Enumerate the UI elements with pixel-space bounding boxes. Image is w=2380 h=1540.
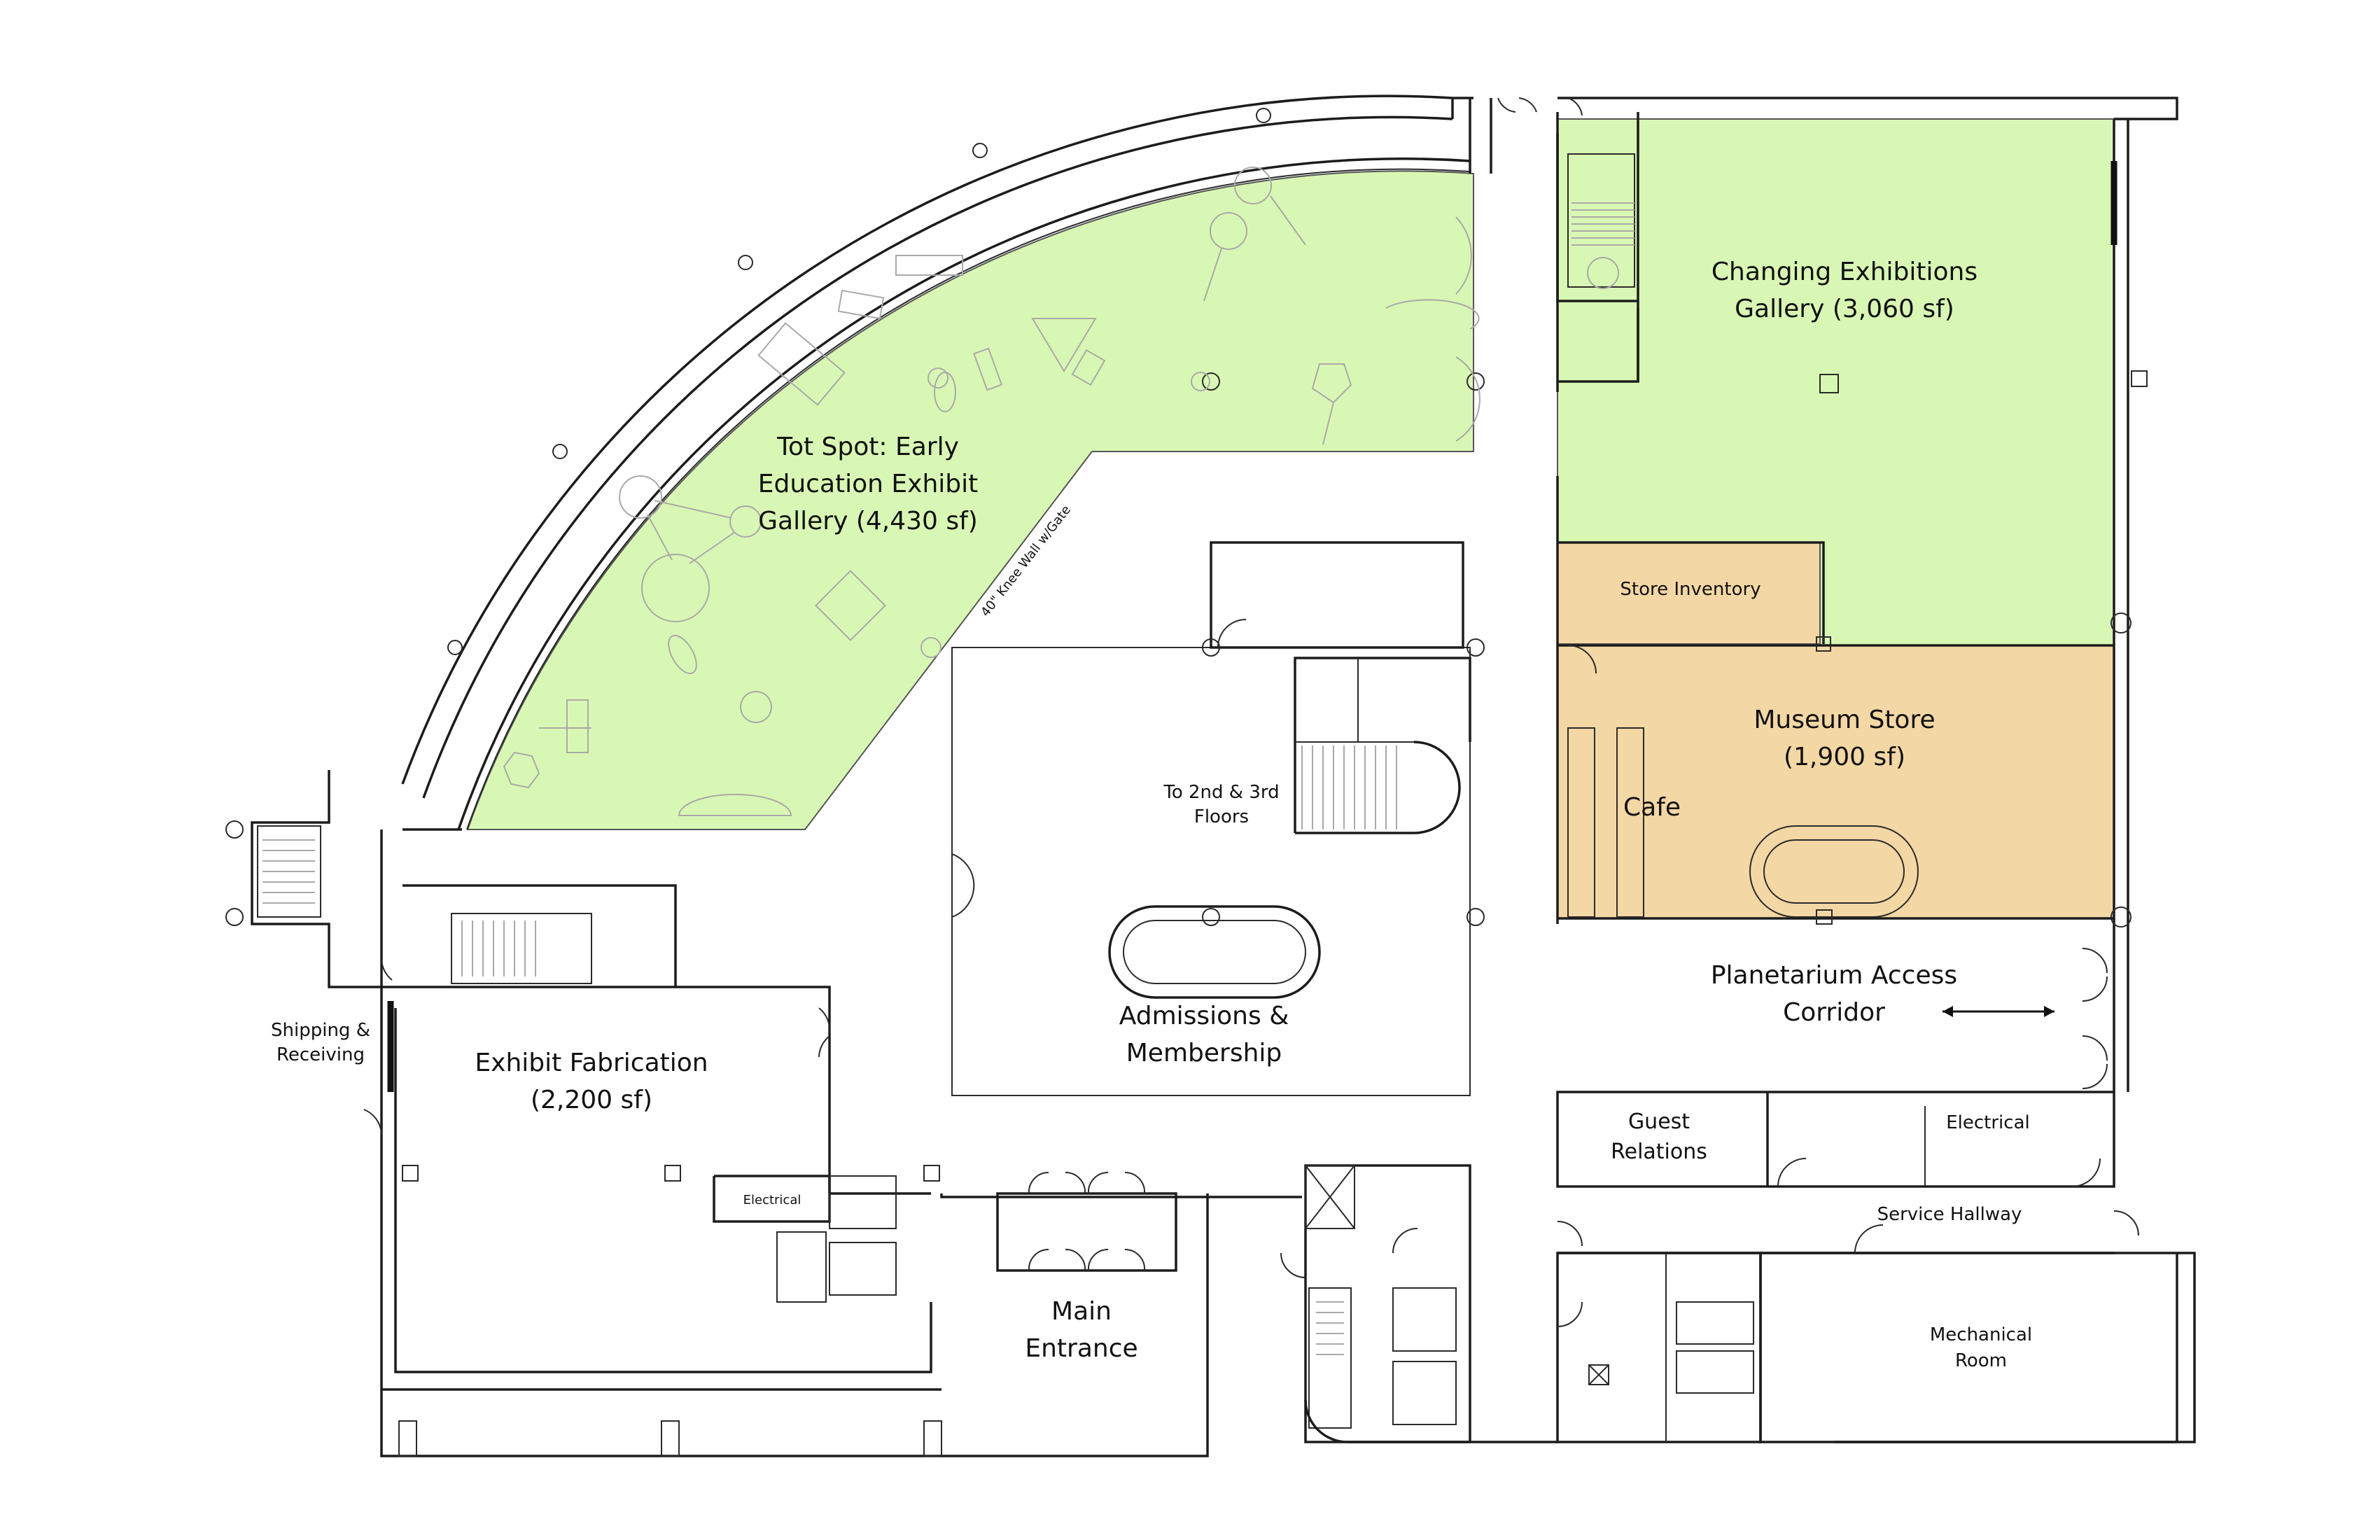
electrical-right-label: Electrical	[1946, 1112, 2030, 1133]
changing-gallery-label-line1: Changing Exhibitions	[1712, 258, 1977, 286]
tot-spot-gallery-area	[466, 170, 1474, 830]
exhibit-fab-label-line2: (2,200 sf)	[531, 1086, 652, 1114]
corridor-arrow	[1942, 1006, 2054, 1017]
columns-right	[1202, 370, 2148, 927]
admissions-label-line1: Admissions &	[1119, 1002, 1289, 1030]
main-entrance-label-line2: Entrance	[1025, 1334, 1138, 1363]
museum-store-area	[1557, 645, 2115, 919]
mechanical-label-line2: Room	[1955, 1350, 2007, 1371]
guest-relations-label-line2: Relations	[1611, 1140, 1707, 1164]
admissions-label-line2: Membership	[1126, 1039, 1282, 1068]
museum-store-label-line2: (1,900 sf)	[1784, 743, 1905, 771]
shipping-label-line2: Receiving	[276, 1044, 365, 1065]
changing-gallery-label-line2: Gallery (3,060 sf)	[1735, 295, 1954, 323]
museum-store-label-line1: Museum Store	[1754, 706, 1935, 734]
central-stair	[1294, 657, 1471, 834]
store-inventory-area	[1557, 542, 1821, 645]
curve-columns	[447, 108, 1271, 655]
tot-spot-label-line3: Gallery (4,430 sf)	[758, 507, 978, 536]
shipping-label-line1: Shipping &	[271, 1020, 370, 1041]
guest-relations-label-line1: Guest	[1628, 1110, 1690, 1134]
stairs-label-line2: Floors	[1194, 806, 1249, 827]
tot-spot-label-line1: Tot Spot: Early	[776, 433, 959, 461]
main-entrance-label-line1: Main	[1051, 1297, 1112, 1326]
tot-spot-label-line2: Education Exhibit	[758, 470, 979, 498]
service-hallway-label: Service Hallway	[1877, 1204, 2022, 1225]
electrical-small-label: Electrical	[743, 1193, 802, 1208]
walls-left-wing	[225, 770, 1209, 1457]
planetarium-label-line1: Planetarium Access	[1711, 961, 1957, 990]
walls-lower-right	[1304, 1091, 2196, 1443]
tot-spot-furniture	[503, 167, 1480, 816]
stair-upper-right	[1572, 202, 1634, 289]
store-inventory-label: Store Inventory	[1620, 579, 1760, 600]
store-walls	[1558, 541, 2114, 925]
planetarium-label-line2: Corridor	[1783, 998, 1885, 1027]
mechanical-label-line1: Mechanical	[1930, 1324, 2032, 1345]
exhibit-fab-label-line1: Exhibit Fabrication	[475, 1049, 708, 1077]
door-swings	[363, 97, 2139, 1327]
main-entrance-vestibule	[940, 1171, 1302, 1272]
cafe-label: Cafe	[1623, 793, 1681, 822]
walls-upper-right	[1556, 97, 2178, 1092]
stairs-label-line1: To 2nd & 3rd	[1163, 782, 1279, 803]
lobby-walls	[951, 541, 1485, 1096]
